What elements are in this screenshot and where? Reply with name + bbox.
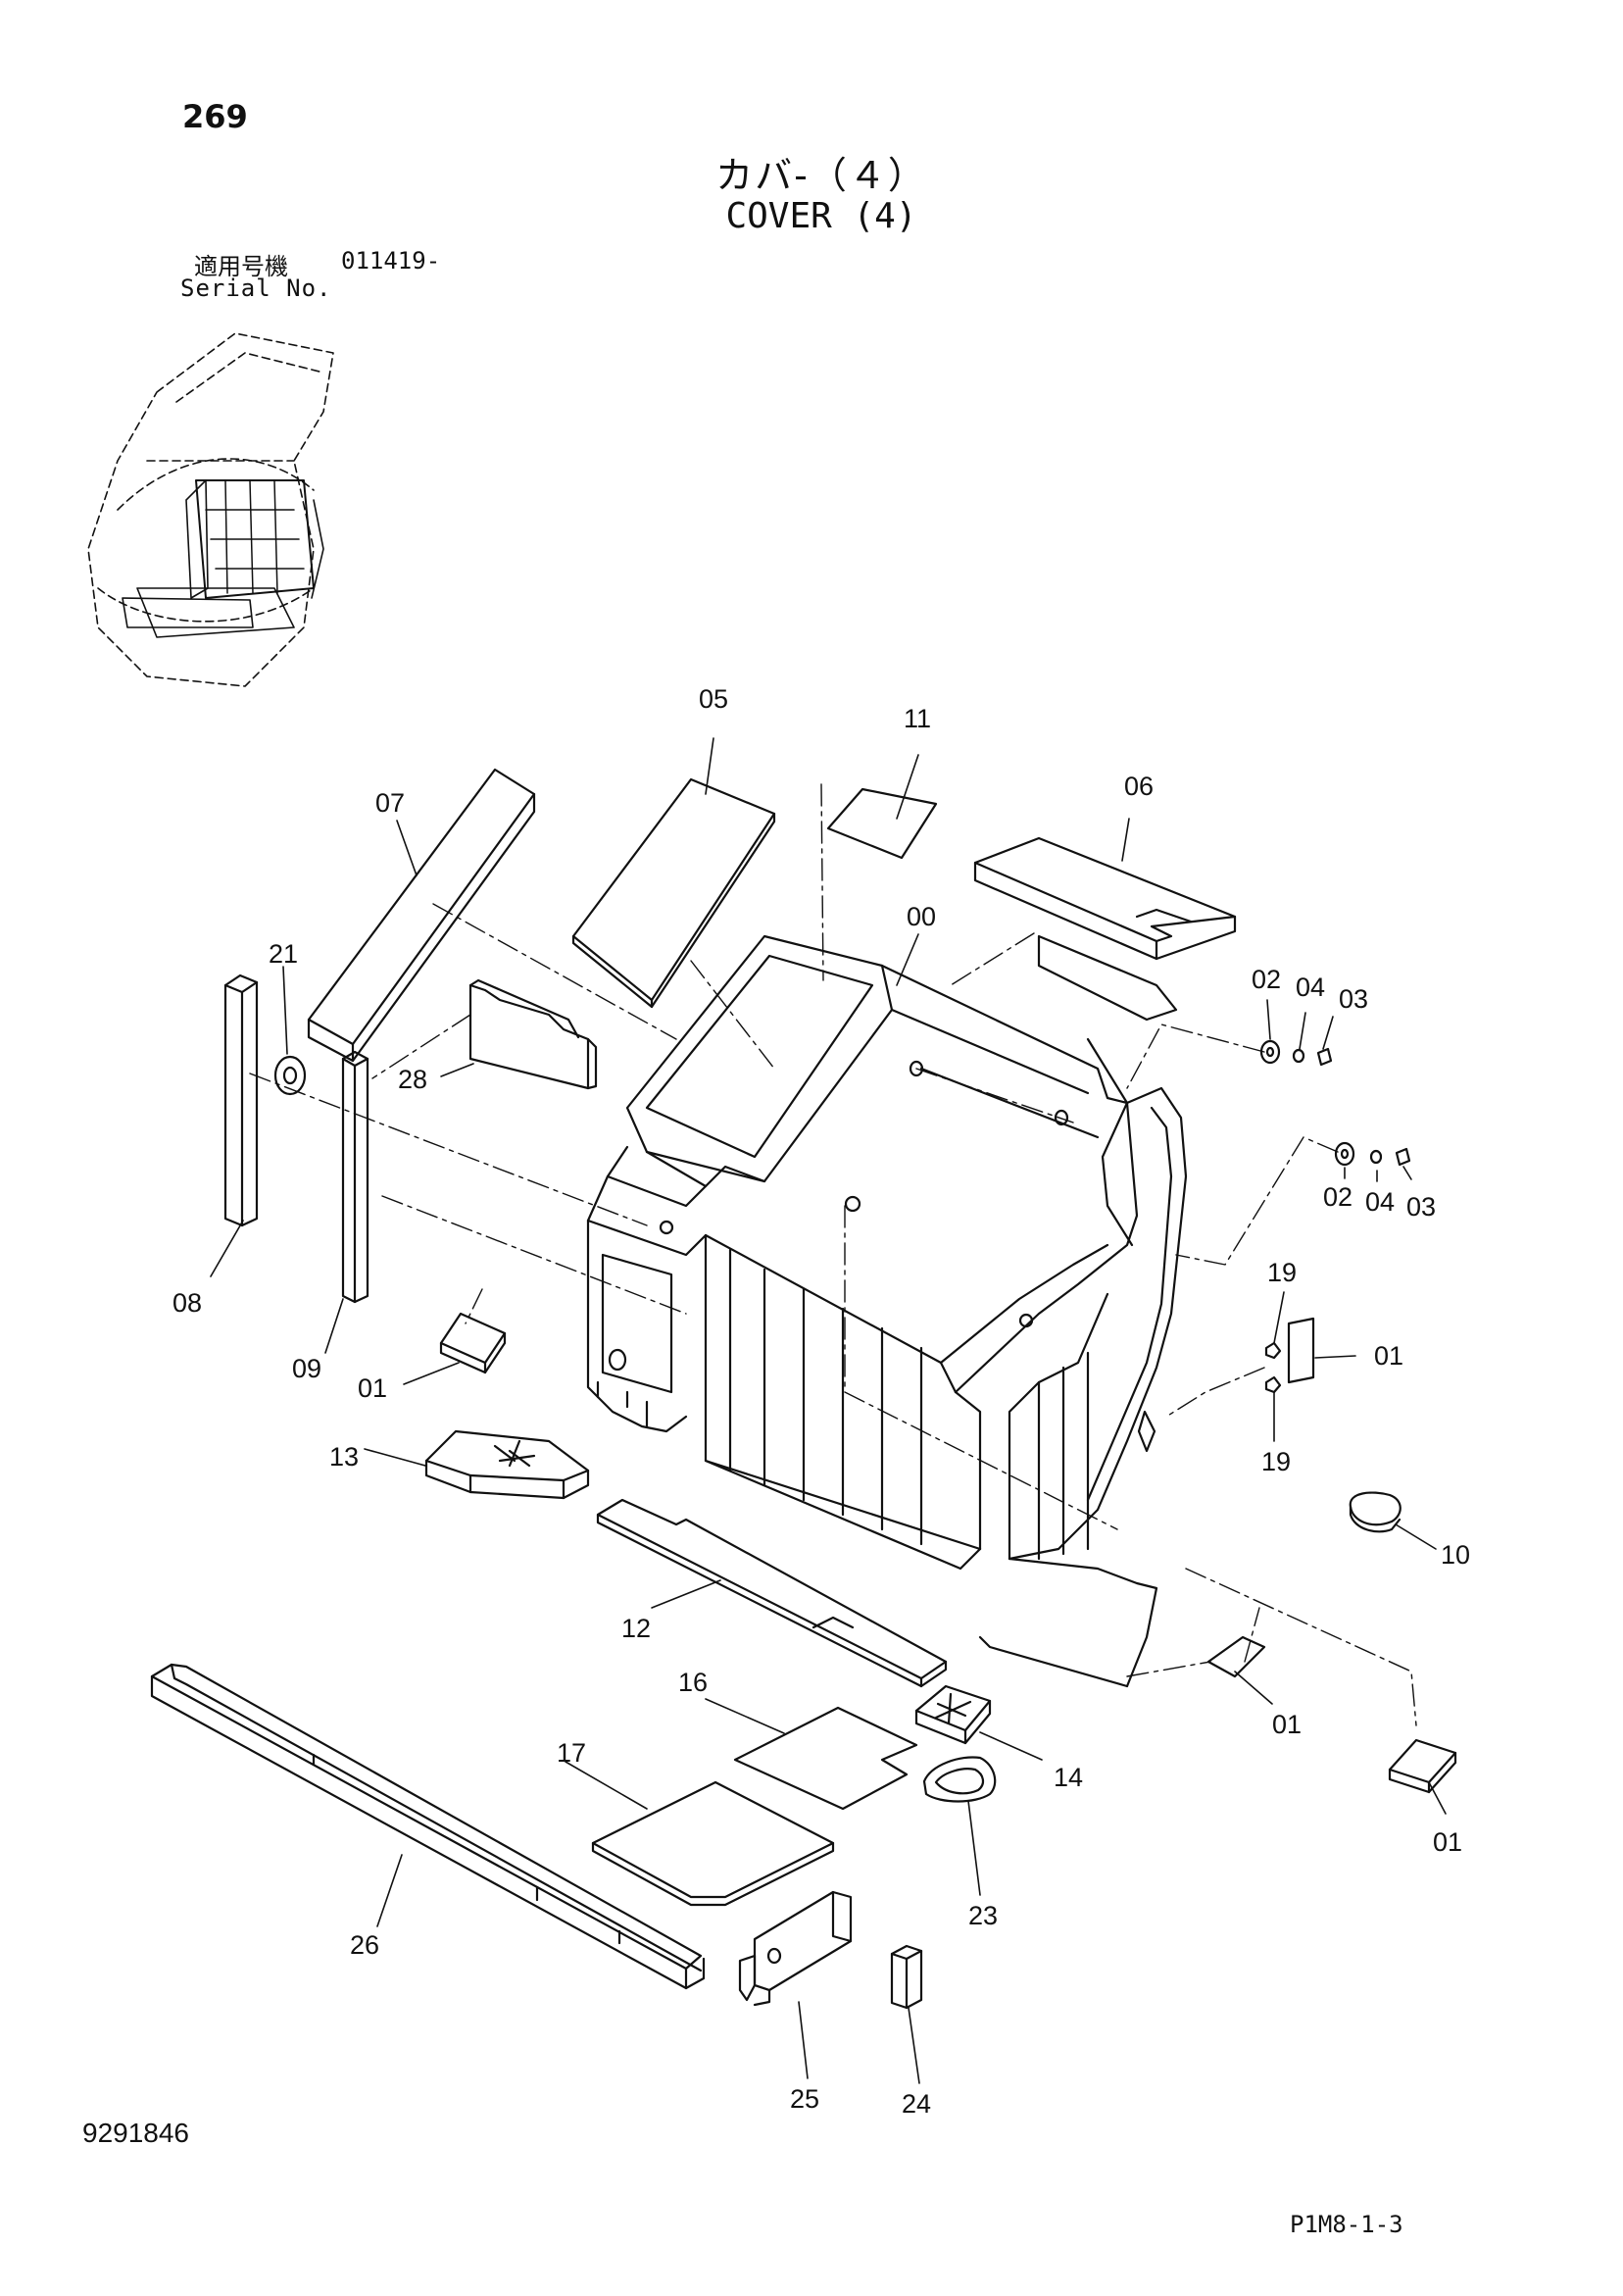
callout-12: 12 — [621, 1614, 651, 1643]
part-11-sheet — [826, 787, 938, 860]
document-id: 9291846 — [82, 2118, 190, 2148]
page-number: 269 — [182, 98, 248, 135]
part-01-block-left — [439, 1312, 507, 1374]
cab-location-thumbnail — [87, 332, 334, 687]
serial-number-value: 011419- — [341, 247, 441, 275]
callout-25: 25 — [790, 2084, 819, 2114]
part-21-washer — [273, 1055, 307, 1096]
part-24-block — [890, 1944, 923, 2010]
callout-13: 13 — [329, 1442, 359, 1472]
callout-00: 00 — [907, 902, 936, 931]
page-code: P1M8-1-3 — [1290, 2211, 1403, 2238]
callout-02-upper: 02 — [1252, 965, 1281, 994]
part-28-bracket — [468, 978, 598, 1090]
part-12-strip — [596, 1498, 948, 1688]
callout-10: 10 — [1441, 1540, 1470, 1570]
title-japanese: カバ-（４） — [715, 154, 927, 197]
part-10-cap — [1349, 1491, 1402, 1533]
part-01-plate-lower — [1206, 1635, 1266, 1678]
part-09-column — [341, 1050, 369, 1304]
callout-26: 26 — [350, 1930, 379, 1960]
callout-04-lower: 04 — [1365, 1187, 1395, 1217]
callout-01-floor: 01 — [1272, 1710, 1302, 1739]
part-14-block — [914, 1684, 992, 1745]
part-02-04-03-hardware-upper — [1259, 1039, 1333, 1067]
part-17-sheet — [591, 1780, 835, 1907]
part-01-block-bottom-right — [1388, 1738, 1457, 1794]
part-01-plate-right — [1287, 1317, 1315, 1384]
part-25-bracket — [738, 1890, 853, 2007]
callout-01-right: 01 — [1374, 1341, 1403, 1371]
callout-01-bottom-right: 01 — [1433, 1827, 1462, 1857]
callout-09: 09 — [292, 1354, 321, 1383]
part-19-bolts — [1264, 1341, 1282, 1394]
title-english: COVER (4) — [725, 196, 917, 236]
callout-03-lower: 03 — [1406, 1192, 1436, 1222]
callout-labels: 05 11 07 06 00 21 02 04 03 28 02 04 03 0… — [172, 684, 1470, 2119]
part-08-column — [223, 973, 259, 1227]
callout-24: 24 — [902, 2089, 931, 2119]
callout-05: 05 — [699, 684, 728, 714]
callout-23: 23 — [968, 1901, 998, 1930]
serial-label-english: Serial No. — [180, 275, 332, 302]
part-05-pad — [571, 777, 776, 1009]
part-07-strip — [307, 768, 536, 1063]
callout-07: 07 — [375, 788, 405, 818]
callout-04-upper: 04 — [1296, 973, 1325, 1002]
callout-19-upper: 19 — [1267, 1258, 1297, 1287]
callout-06: 06 — [1124, 772, 1154, 801]
part-16-sheet — [733, 1706, 918, 1811]
callout-01-left: 01 — [358, 1373, 387, 1403]
part-02-04-03-hardware-lower — [1334, 1141, 1411, 1167]
part-00-main-frame — [586, 934, 1188, 1688]
callout-11: 11 — [904, 704, 931, 733]
callout-14: 14 — [1054, 1763, 1083, 1792]
callout-08: 08 — [172, 1288, 202, 1318]
callout-03-upper: 03 — [1339, 984, 1368, 1014]
callout-28: 28 — [398, 1065, 427, 1094]
callout-17: 17 — [557, 1738, 586, 1768]
part-06-cover — [973, 836, 1237, 1022]
part-23-grommet — [922, 1756, 997, 1803]
part-26-rail — [150, 1663, 706, 1990]
callout-leader-lines — [210, 737, 1447, 2084]
callout-02-lower: 02 — [1323, 1182, 1352, 1212]
assembly-centerlines — [249, 783, 1417, 1726]
callout-19-lower: 19 — [1261, 1447, 1291, 1476]
serial-label-japanese: 適用号機 — [194, 253, 288, 280]
part-13-block — [424, 1429, 590, 1500]
callout-16: 16 — [678, 1668, 708, 1697]
callout-21: 21 — [269, 939, 298, 969]
